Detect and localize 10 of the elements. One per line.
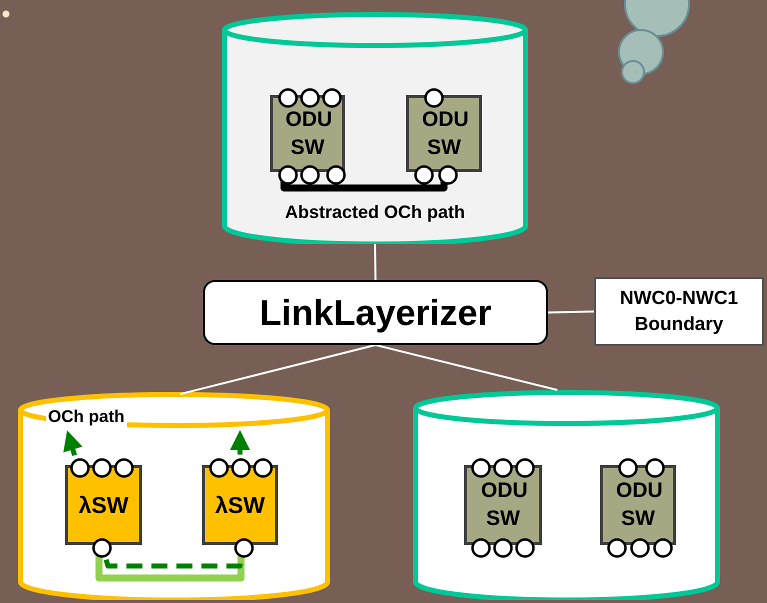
cylinder-label: Abstracted OCh path	[284, 201, 466, 224]
note-box: NWC0-NWC1 Boundary	[594, 277, 764, 346]
connector-line	[180, 344, 376, 396]
arrow	[63, 430, 250, 568]
connector-line	[375, 344, 558, 391]
connector-line	[548, 310, 594, 314]
connector-line	[374, 244, 376, 280]
process-box: LinkLayerizer	[203, 280, 548, 345]
connector-line	[280, 181, 448, 192]
connector-line	[96, 553, 244, 582]
